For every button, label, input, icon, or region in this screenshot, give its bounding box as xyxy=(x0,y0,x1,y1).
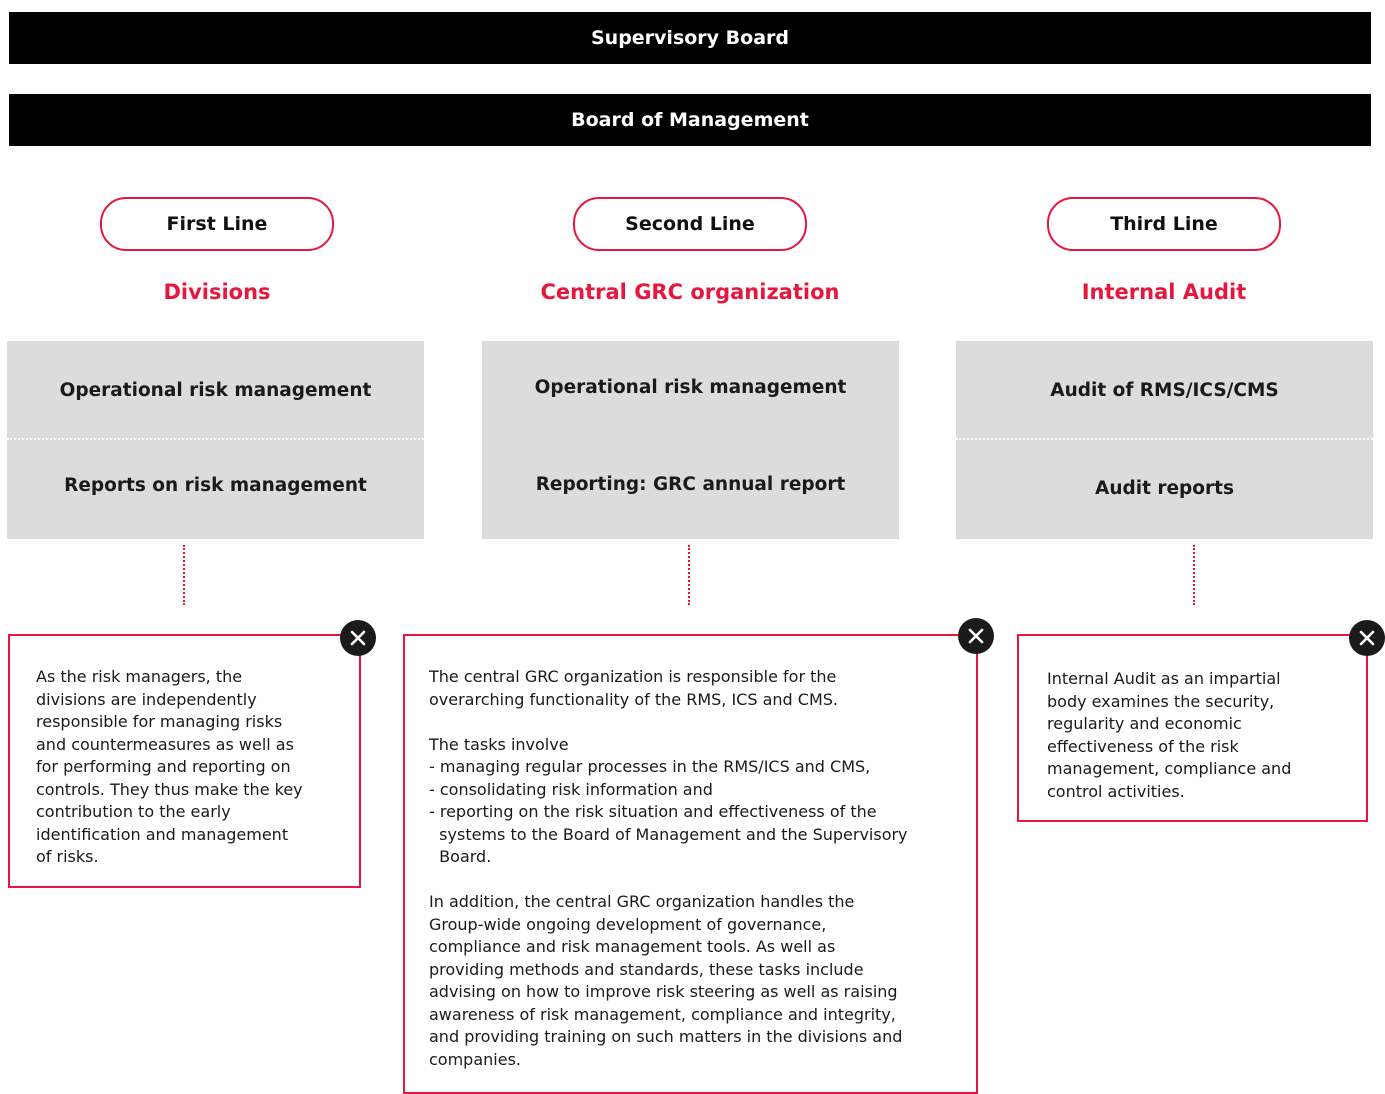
internal-audit-title: Internal Audit xyxy=(1081,280,1247,304)
third-line-label: Third Line xyxy=(1110,213,1218,235)
first-line-connector xyxy=(183,545,185,605)
first-line-description: As the risk managers, the divisions are … xyxy=(36,667,303,866)
third-line-box: Audit of RMS/ICS/CMS Audit reports xyxy=(956,341,1373,539)
third-line-divider xyxy=(956,438,1373,440)
third-line-top-item: Audit of RMS/ICS/CMS xyxy=(1050,380,1279,401)
second-line-box: Operational risk management Reporting: G… xyxy=(482,341,899,539)
third-line-description-panel: Internal Audit as an impartial body exam… xyxy=(1017,634,1368,822)
first-line-pill: First Line xyxy=(100,197,334,251)
first-line-top-item: Operational risk management xyxy=(59,380,372,401)
close-icon[interactable] xyxy=(1349,620,1385,656)
third-line-connector xyxy=(1193,545,1195,605)
first-line-description-panel: As the risk managers, the divisions are … xyxy=(8,634,361,888)
supervisory-board-label: Supervisory Board xyxy=(590,27,790,49)
second-line-label: Second Line xyxy=(625,213,755,235)
second-line-description: The central GRC organization is responsi… xyxy=(429,667,908,1069)
second-line-top-item: Operational risk management xyxy=(534,377,847,398)
third-line-bottom-item: Audit reports xyxy=(1095,478,1234,499)
board-of-management-label: Board of Management xyxy=(571,109,809,131)
close-icon[interactable] xyxy=(340,620,376,656)
board-of-management-bar: Board of Management xyxy=(9,94,1371,146)
first-line-divider xyxy=(7,438,424,440)
second-line-pill: Second Line xyxy=(573,197,807,251)
second-line-description-panel: The central GRC organization is responsi… xyxy=(403,634,978,1094)
first-line-label: First Line xyxy=(166,213,268,235)
third-line-pill: Third Line xyxy=(1047,197,1281,251)
first-line-bottom-item: Reports on risk management xyxy=(64,475,367,496)
divisions-title: Divisions xyxy=(163,280,271,304)
third-line-description: Internal Audit as an impartial body exam… xyxy=(1047,669,1292,801)
central-grc-title: Central GRC organization xyxy=(540,280,840,304)
first-line-box: Operational risk management Reports on r… xyxy=(7,341,424,539)
supervisory-board-bar: Supervisory Board xyxy=(9,12,1371,64)
second-line-bottom-item: Reporting: GRC annual report xyxy=(535,474,846,495)
second-line-connector xyxy=(688,545,690,605)
close-icon[interactable] xyxy=(958,618,994,654)
